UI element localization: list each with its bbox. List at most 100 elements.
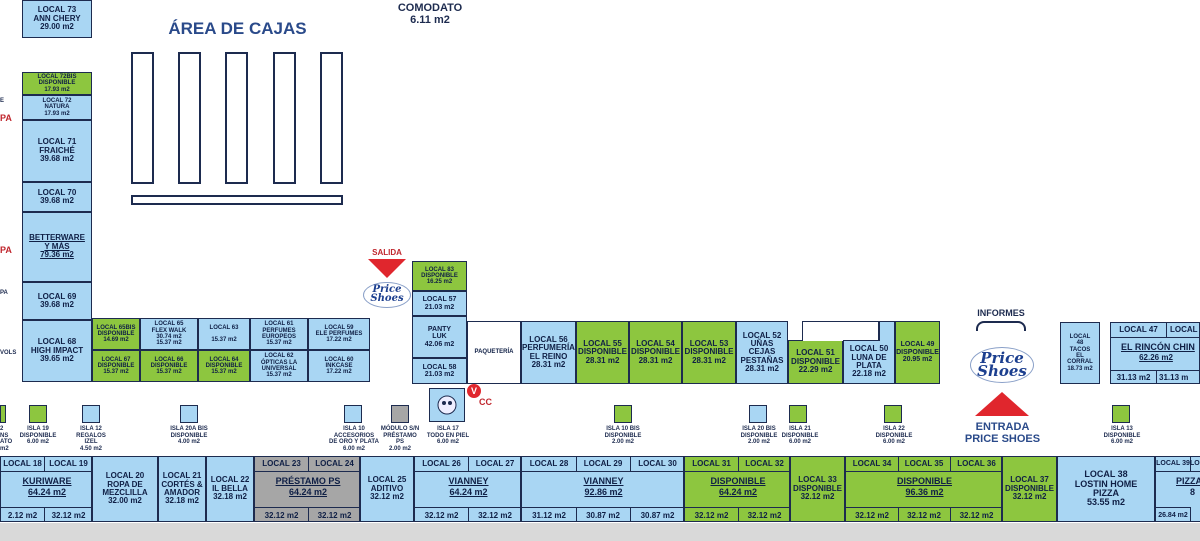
price-shoes-text-large: Price Shoes bbox=[977, 349, 1027, 380]
local-19-area: 32.12 m2 bbox=[44, 507, 91, 521]
island-marker[interactable] bbox=[344, 405, 362, 423]
local-64[interactable]: LOCAL 64 DISPONIBLE 15.37 m2 bbox=[198, 350, 250, 382]
local-52[interactable]: LOCAL 52 UÑAS CEJAS PESTAÑAS 28.31 m2 bbox=[736, 321, 788, 384]
salida-arrow-icon bbox=[368, 259, 406, 278]
island-marker[interactable] bbox=[884, 405, 902, 423]
island-marker[interactable] bbox=[29, 405, 47, 423]
betterware[interactable]: BETTERWARE Y MÁS 79.36 m2 bbox=[22, 212, 92, 282]
local-23-label: LOCAL 23 bbox=[255, 457, 309, 472]
local-20[interactable]: LOCAL 20 ROPA DE MEZCLILLA 32.00 m2 bbox=[92, 456, 158, 522]
local-33[interactable]: LOCAL 33 DISPONIBLE 32.12 m2 bbox=[790, 456, 845, 522]
local-53[interactable]: LOCAL 53 DISPONIBLE 28.31 m2 bbox=[682, 321, 736, 384]
local-39[interactable]: LOCAL 39 LOCA PIZZA 8 26.84 m2 bbox=[1155, 456, 1200, 522]
local-65bis[interactable]: LOCAL 65BIS DISPONIBLE 14.69 m2 bbox=[92, 318, 140, 350]
local-51[interactable]: LOCAL 51 DISPONIBLE 22.29 m2 bbox=[788, 340, 843, 384]
island-marker[interactable] bbox=[180, 405, 198, 423]
local-37[interactable]: LOCAL 37 DISPONIBLE 32.12 m2 bbox=[1002, 456, 1057, 522]
kuriware[interactable]: LOCAL 18 LOCAL 19 KURIWARE 64.24 m2 2.12… bbox=[0, 456, 92, 522]
panty-luk-label: PANTY LUK 42.06 m2 bbox=[424, 325, 455, 348]
cash-counter bbox=[131, 195, 343, 205]
island-marker[interactable] bbox=[82, 405, 100, 423]
local-65[interactable]: LOCAL 65 FLEX WALK 30.74 m2 15.37 m2 bbox=[140, 318, 198, 350]
local-18-label: LOCAL 18 bbox=[1, 457, 45, 472]
local-49[interactable]: LOCAL 49 DISPONIBLE 20.95 m2 bbox=[895, 321, 940, 384]
local-73[interactable]: LOCAL 73 ANN CHERY 29.00 m2 bbox=[22, 0, 92, 38]
disponible-31-32[interactable]: LOCAL 31 LOCAL 32 DISPONIBLE 64.24 m2 32… bbox=[684, 456, 790, 522]
island-marker[interactable] bbox=[0, 405, 6, 423]
local-26-label: LOCAL 26 bbox=[415, 457, 469, 472]
local-27-area: 32.12 m2 bbox=[468, 507, 520, 521]
local-36-area: 32.12 m2 bbox=[950, 507, 1001, 521]
local-72bis[interactable]: LOCAL 72BIS DISPONIBLE 17.93 m2 bbox=[22, 72, 92, 95]
paqueteria[interactable]: PAQUETERÍA bbox=[467, 321, 521, 384]
panty-luk[interactable]: PANTY LUK 42.06 m2 bbox=[412, 316, 467, 358]
local-61[interactable]: LOCAL 61 PERFUMES EUROPEOS 15.37 m2 bbox=[250, 318, 308, 350]
local-71[interactable]: LOCAL 71 FRAICHÉ 39.68 m2 bbox=[22, 120, 92, 182]
pizza-label: PIZZA bbox=[1176, 476, 1200, 486]
local-70[interactable]: LOCAL 70 39.68 m2 bbox=[22, 182, 92, 212]
local-54[interactable]: LOCAL 54 DISPONIBLE 28.31 m2 bbox=[629, 321, 682, 384]
local-83[interactable]: LOCAL 83 DISPONIBLE 16.25 m2 bbox=[412, 261, 467, 291]
local-53-label: LOCAL 53 DISPONIBLE 28.31 m2 bbox=[684, 338, 734, 365]
island-label: MÓDULO S/N PRÉSTAMO PS 2.00 m2 bbox=[380, 426, 420, 452]
local-63[interactable]: LOCAL 63 15.37 m2 bbox=[198, 318, 250, 350]
vianney-2[interactable]: LOCAL 28 LOCAL 29 LOCAL 30 VIANNEY 92.86… bbox=[521, 456, 684, 522]
island-marker[interactable] bbox=[1112, 405, 1130, 423]
island-label: ISLA 13 DISPONIBLE 6.00 m2 bbox=[1103, 426, 1141, 446]
local-60[interactable]: LOCAL 60 INKCASE 17.22 m2 bbox=[308, 350, 370, 382]
local-25-label: LOCAL 25 ADITIVO 32.12 m2 bbox=[367, 475, 407, 502]
edge-pa: PA bbox=[0, 290, 8, 296]
island-marker[interactable] bbox=[789, 405, 807, 423]
local-58[interactable]: LOCAL 58 21.03 m2 bbox=[412, 358, 467, 384]
local-24-area: 32.12 m2 bbox=[308, 507, 359, 521]
informes-label: INFORMES bbox=[977, 308, 1025, 318]
local-48-label: LOCAL 48 TACOS EL CORRAL 18.73 m2 bbox=[1067, 334, 1093, 372]
local-56-label: LOCAL 56 PERFUMERÍA EL REINO 28.31 m2 bbox=[522, 334, 575, 369]
local-55[interactable]: LOCAL 55 DISPONIBLE 28.31 m2 bbox=[576, 321, 629, 384]
island-marker[interactable] bbox=[749, 405, 767, 423]
local-38[interactable]: LOCAL 38 LOSTIN HOME PIZZA 53.55 m2 bbox=[1057, 456, 1155, 522]
local-69[interactable]: LOCAL 69 39.68 m2 bbox=[22, 282, 92, 320]
informes-counter bbox=[976, 321, 1026, 331]
island-marker[interactable] bbox=[391, 405, 409, 423]
local-59-label: LOCAL 59 ELE PERFUMES 17.22 m2 bbox=[315, 324, 363, 344]
disp1-label: DISPONIBLE bbox=[710, 476, 766, 486]
local-57[interactable]: LOCAL 57 21.03 m2 bbox=[412, 291, 467, 316]
local-25[interactable]: LOCAL 25 ADITIVO 32.12 m2 bbox=[360, 456, 414, 522]
rincon-label: EL RINCÓN CHIN bbox=[1121, 342, 1195, 352]
vianney-2-label: VIANNEY bbox=[583, 476, 624, 486]
local-57-label: LOCAL 57 21.03 m2 bbox=[422, 296, 457, 311]
vianney-1[interactable]: LOCAL 26 LOCAL 27 VIANNEY 64.24 m2 32.12… bbox=[414, 456, 521, 522]
vianney-1-area: 64.24 m2 bbox=[449, 487, 488, 497]
local-66[interactable]: LOCAL 66 DISPONIBLE 15.37 m2 bbox=[140, 350, 198, 382]
entrada-label: ENTRADA PRICE SHOES bbox=[964, 421, 1041, 446]
local-60-label: LOCAL 60 INKCASE 17.22 m2 bbox=[324, 356, 354, 376]
local-48[interactable]: LOCAL 48 TACOS EL CORRAL 18.73 m2 bbox=[1060, 322, 1100, 384]
local-35-area: 32.12 m2 bbox=[898, 507, 951, 521]
local-31-area: 32.12 m2 bbox=[685, 507, 739, 521]
island-label: ISLA 20A BIS DISPONIBLE 4.00 m2 bbox=[170, 426, 208, 446]
local-62[interactable]: LOCAL 62 ÓPTICAS LA UNIVERSAL 15.37 m2 bbox=[250, 350, 308, 382]
local-50[interactable]: LOCAL 50 LUNA DE PLATA 22.18 m2 bbox=[843, 340, 895, 384]
price-shoes-text: Price Shoes bbox=[370, 284, 404, 304]
local-68[interactable]: LOCAL 68 HIGH IMPACT 39.65 m2 bbox=[22, 320, 92, 382]
rincon-a1: 31.13 m2 bbox=[1111, 370, 1157, 383]
local-22-label: LOCAL 22 IL BELLA 32.18 m2 bbox=[210, 475, 250, 502]
local-28-label: LOCAL 28 bbox=[522, 457, 577, 472]
disponible-34-36[interactable]: LOCAL 34 LOCAL 35 LOCAL 36 DISPONIBLE 96… bbox=[845, 456, 1002, 522]
local-frag-label: LOCAL bbox=[1167, 323, 1199, 338]
local-21[interactable]: LOCAL 21 CORTÉS & AMADOR 32.18 m2 bbox=[158, 456, 206, 522]
aisle-strip bbox=[0, 523, 1200, 541]
local-72[interactable]: LOCAL 72 NATURA 17.93 m2 bbox=[22, 95, 92, 120]
local-67[interactable]: LOCAL 67 DISPONIBLE 15.37 m2 bbox=[92, 350, 140, 382]
local-59[interactable]: LOCAL 59 ELE PERFUMES 17.22 m2 bbox=[308, 318, 370, 350]
local-20-label: LOCAL 20 ROPA DE MEZCLILLA 32.00 m2 bbox=[102, 471, 148, 506]
local-64-label: LOCAL 64 DISPONIBLE 15.37 m2 bbox=[205, 356, 243, 376]
island-label: ISLA 12 REGALOS IZEL 4.50 m2 bbox=[76, 426, 106, 452]
local-22[interactable]: LOCAL 22 IL BELLA 32.18 m2 bbox=[206, 456, 254, 522]
island-marker[interactable] bbox=[614, 405, 632, 423]
prestamo-ps[interactable]: LOCAL 23 LOCAL 24 PRÉSTAMO PS 64.24 m2 3… bbox=[254, 456, 360, 522]
rincon-chino[interactable]: LOCAL 47 LOCAL EL RINCÓN CHIN 62.26 m2 3… bbox=[1110, 322, 1200, 384]
local-56[interactable]: LOCAL 56 PERFUMERÍA EL REINO 28.31 m2 bbox=[521, 321, 576, 384]
local-51-label: LOCAL 51 DISPONIBLE 22.29 m2 bbox=[791, 348, 840, 375]
